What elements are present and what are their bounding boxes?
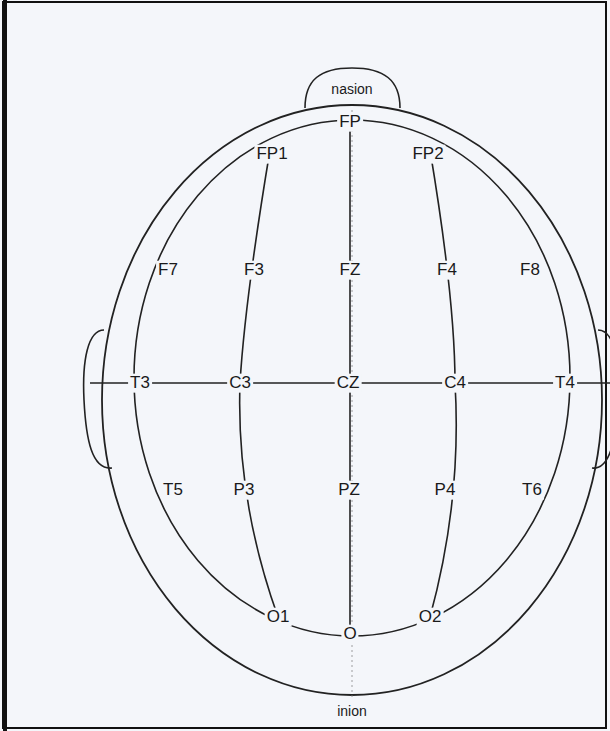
electrode-label: F3 bbox=[242, 261, 266, 280]
electrode-label: FZ bbox=[338, 261, 363, 280]
electrode-label: FP1 bbox=[254, 145, 289, 164]
electrode-label: C3 bbox=[227, 374, 253, 393]
electrode-label: CZ bbox=[335, 374, 362, 393]
electrode-label: O bbox=[341, 625, 358, 644]
landmark-label: inion bbox=[335, 704, 369, 719]
landmark-label: nasion bbox=[329, 82, 374, 97]
electrode-label: T4 bbox=[553, 374, 577, 393]
electrode-label: O2 bbox=[417, 608, 444, 627]
electrode-label: F4 bbox=[435, 261, 459, 280]
electrode-label: F7 bbox=[156, 261, 180, 280]
electrode-label: PZ bbox=[336, 481, 362, 500]
electrode-label: P4 bbox=[433, 481, 458, 500]
electrode-label: F8 bbox=[518, 261, 542, 280]
electrode-label: T5 bbox=[161, 481, 185, 500]
electrode-label: FP bbox=[337, 113, 363, 132]
electrode-label: T6 bbox=[520, 481, 544, 500]
electrode-label: FP2 bbox=[410, 145, 445, 164]
electrode-label: T3 bbox=[128, 374, 152, 393]
electrode-label: P3 bbox=[232, 481, 257, 500]
electrode-label: O1 bbox=[265, 608, 292, 627]
electrode-label: C4 bbox=[442, 374, 468, 393]
